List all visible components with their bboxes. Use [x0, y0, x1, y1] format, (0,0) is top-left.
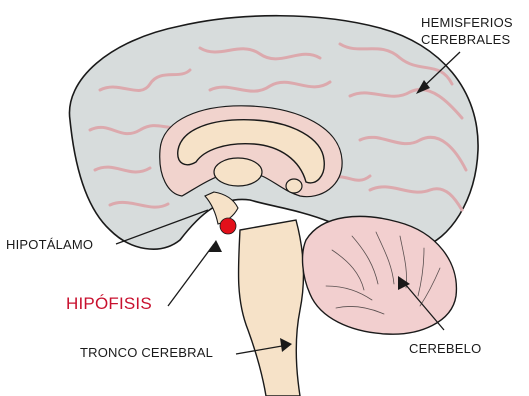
label-hipofisis: HIPÓFISIS: [66, 295, 152, 312]
thalamus: [214, 158, 262, 186]
brainstem: [238, 220, 303, 396]
label-cerebelo: CEREBELO: [409, 340, 481, 357]
label-hemisferios: HEMISFERIOS CEREBRALES: [421, 14, 529, 48]
label-hipotalamo: HIPOTÁLAMO: [6, 236, 93, 253]
label-tronco-cerebral: TRONCO CEREBRAL: [80, 344, 213, 361]
label-hemisferios-line1: HEMISFERIOS: [421, 14, 529, 31]
label-hemisferios-line2: CEREBRALES: [421, 31, 529, 48]
pituitary-gland: [220, 218, 236, 234]
pineal: [286, 179, 302, 193]
